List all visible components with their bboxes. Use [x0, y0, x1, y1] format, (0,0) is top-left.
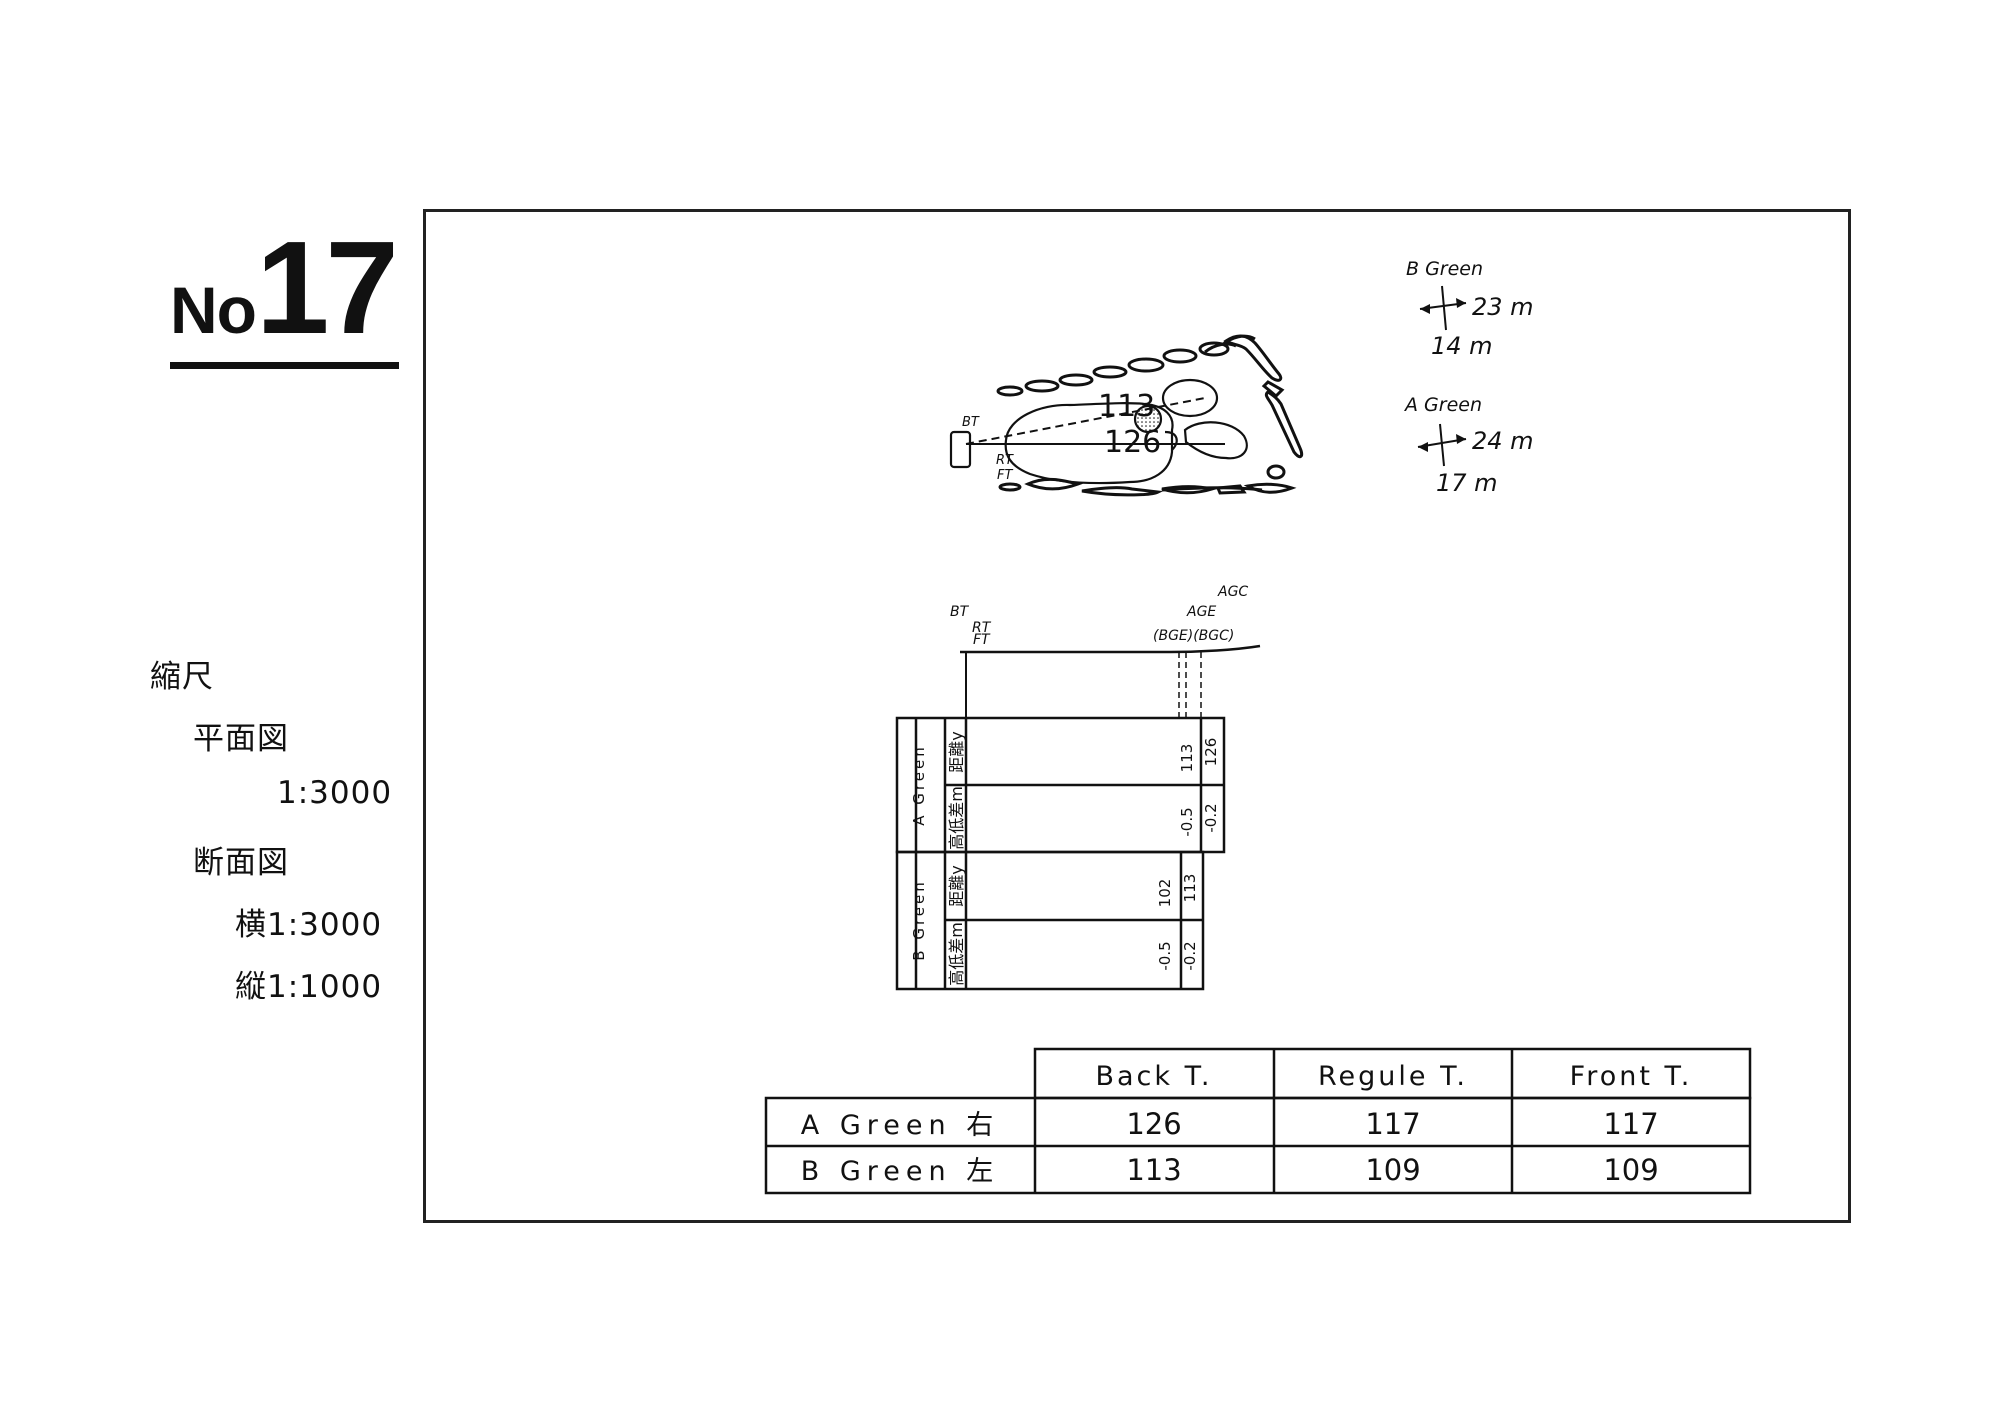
summary-a-regule: 117: [1365, 1107, 1420, 1141]
b-green-label: B Green: [1406, 258, 1483, 280]
a-green-depth: 17 m: [1436, 469, 1498, 497]
profile-marker-bt: BT: [950, 604, 970, 620]
b-green-width: 23 m: [1472, 293, 1534, 321]
distance-line-b: [965, 397, 1206, 445]
bunker-chain-bottom: [998, 464, 1297, 497]
summary-a-front: 117: [1603, 1107, 1658, 1141]
plan-distance-a: 126: [1104, 425, 1161, 460]
profile-marker-age: AGE: [1186, 604, 1216, 620]
summary-row-b-label: B Green 左: [801, 1156, 999, 1187]
a-green-label: A Green: [1403, 394, 1482, 416]
drawing-frame: [423, 209, 1851, 1223]
green-dims-b: B Green 23 m 14 m: [1406, 258, 1534, 360]
profile-marker-agc: AGC: [1217, 584, 1248, 600]
page-title: No17: [170, 222, 399, 369]
summary-col-front: Front T.: [1570, 1061, 1693, 1092]
profile-a-height-row-label: 高低差m: [947, 786, 966, 850]
summary-row-a-label: A Green 右: [801, 1110, 999, 1141]
plan-tee-ft: FT: [997, 468, 1013, 483]
profile-b-distance-row-label: 距離y: [947, 865, 966, 906]
profile-a-distance-row-label: 距離y: [947, 731, 966, 772]
fairway-outline: [949, 378, 1248, 485]
plan-tee-bt: BT: [962, 415, 980, 430]
scale-plan-value: 1:3000: [277, 775, 393, 811]
summary-col-back: Back T.: [1095, 1061, 1212, 1092]
b-green-depth: 14 m: [1431, 332, 1493, 360]
profile-b-distance-1: 102: [1156, 879, 1174, 908]
scale-section-vertical: 縦1:1000: [235, 969, 383, 1005]
scale-section-horizontal: 横1:3000: [235, 907, 383, 943]
profile-marker-bge-bgc: (BGE)(BGC): [1153, 628, 1234, 644]
summary-col-regule: Regule T.: [1318, 1061, 1468, 1092]
summary-b-front: 109: [1603, 1153, 1658, 1187]
green-dims-a: A Green 24 m 17 m: [1403, 394, 1534, 497]
profile-a-distance-2: 126: [1202, 738, 1220, 767]
profile-grid: [895, 716, 1226, 991]
profile-b-height-2: -0.2: [1181, 941, 1199, 970]
profile-b-green-label: B Green: [910, 879, 928, 960]
profile-marker-ft: FT: [973, 632, 991, 648]
summary-b-back: 113: [1126, 1153, 1181, 1187]
summary-table: Back T. Regule T. Front T. A Green 右 126…: [764, 1047, 1752, 1195]
profile-a-distance-1: 113: [1178, 744, 1196, 773]
title-prefix: No: [170, 273, 257, 347]
scale-plan-label: 平面図: [193, 721, 289, 757]
profile-a-green-label: A Green: [910, 744, 928, 825]
profile-b-height-row-label: 高低差m: [947, 922, 966, 986]
plan-sketch: 113 126 BT RT FT: [949, 334, 1304, 497]
title-number: 17: [255, 214, 399, 361]
profile-a-height-2: -0.2: [1202, 803, 1220, 832]
profile-b-height-1: -0.5: [1156, 941, 1174, 970]
plan-distance-b: 113: [1098, 389, 1155, 424]
scale-section-label: 断面図: [193, 845, 289, 881]
summary-a-back: 126: [1126, 1107, 1181, 1141]
profile-a-height-1: -0.5: [1178, 807, 1196, 836]
scale-heading: 縮尺: [150, 659, 214, 695]
a-green-width: 24 m: [1472, 427, 1534, 455]
plan-tee-rt: RT: [996, 453, 1014, 468]
bunker-chain-top: [996, 334, 1304, 459]
summary-b-regule: 109: [1365, 1153, 1420, 1187]
profile-ground-line: [960, 644, 1261, 654]
profile-b-distance-2: 113: [1181, 874, 1199, 903]
profile-marker-rt: RT: [972, 620, 992, 636]
section-profile: BT RT FT AGE AGC (BGE)(BGC) A Green B Gr…: [895, 584, 1261, 991]
